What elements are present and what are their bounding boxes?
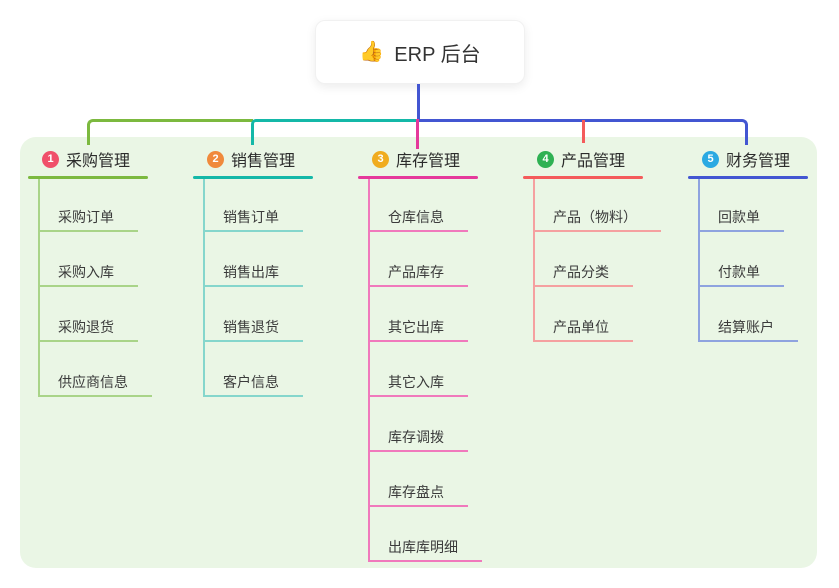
- child-topic-node[interactable]: 供应商信息: [38, 369, 152, 397]
- branch-header[interactable]: 3 库存管理: [372, 147, 460, 171]
- child-topic-node[interactable]: 库存调拨: [368, 424, 468, 452]
- child-topic-node[interactable]: 采购退货: [38, 314, 138, 342]
- root-connector-line: [417, 84, 420, 120]
- child-topic-node[interactable]: 产品单位: [533, 314, 633, 342]
- branch-header[interactable]: 4 产品管理: [537, 147, 625, 171]
- branch-column: 1 采购管理 采购订单采购入库采购退货供应商信息: [28, 144, 188, 574]
- child-topic-node[interactable]: 产品（物料）: [533, 204, 661, 232]
- branch-number-badge: 2: [207, 150, 224, 168]
- branch-column: 5 财务管理 回款单付款单结算账户: [688, 144, 839, 574]
- child-topic-node[interactable]: 客户信息: [203, 369, 303, 397]
- child-topic-node[interactable]: 付款单: [698, 259, 784, 287]
- branch-column: 2 销售管理 销售订单销售出库销售退货客户信息: [193, 144, 353, 574]
- child-topic-node[interactable]: 销售订单: [203, 204, 303, 232]
- branch-underline: [28, 176, 148, 179]
- child-topic-node[interactable]: 产品分类: [533, 259, 633, 287]
- branch-column: 4 产品管理 产品（物料） 产品分类产品单位: [523, 144, 683, 574]
- branch-3-connector-line: [416, 119, 419, 149]
- branch-header[interactable]: 2 销售管理: [207, 147, 295, 171]
- child-topic-node[interactable]: 出库库明细: [368, 534, 482, 562]
- child-topic-node[interactable]: 产品库存: [368, 259, 468, 287]
- root-node[interactable]: 👍 ERP 后台: [315, 20, 525, 84]
- thumbs-up-icon: 👍: [359, 41, 385, 63]
- branch-label: 产品管理: [561, 153, 626, 170]
- branch-child-connector-line: [698, 179, 700, 340]
- branch-label: 销售管理: [231, 153, 296, 170]
- child-topic-node[interactable]: 回款单: [698, 204, 784, 232]
- branch-header[interactable]: 1 采购管理: [42, 147, 130, 171]
- branch-label: 采购管理: [66, 153, 131, 170]
- branch-child-connector-line: [203, 179, 205, 395]
- child-topic-node[interactable]: 销售出库: [203, 259, 303, 287]
- child-topic-node[interactable]: 采购订单: [38, 204, 138, 232]
- mindmap-canvas: [20, 137, 817, 568]
- branch-number-badge: 1: [42, 150, 59, 168]
- branch-child-connector-line: [368, 179, 370, 560]
- branch-child-connector-line: [533, 179, 535, 340]
- child-topic-node[interactable]: 结算账户: [698, 314, 798, 342]
- child-topic-node[interactable]: 销售退货: [203, 314, 303, 342]
- child-topic-node[interactable]: 采购入库: [38, 259, 138, 287]
- branch-underline: [193, 176, 313, 179]
- child-topic-node[interactable]: 其它出库: [368, 314, 468, 342]
- branch-underline: [688, 176, 808, 179]
- branch-1-connector-line: [87, 119, 253, 145]
- child-topic-node[interactable]: 其它入库: [368, 369, 468, 397]
- branch-label: 库存管理: [396, 153, 461, 170]
- child-topic-node[interactable]: 库存盘点: [368, 479, 468, 507]
- branch-2-connector-line: [251, 119, 418, 145]
- branch-number-badge: 3: [372, 150, 389, 168]
- branch-number-badge: 5: [702, 150, 719, 168]
- branch-4-connector-line: [582, 120, 585, 143]
- branch-number-badge: 4: [537, 150, 554, 168]
- root-node-title: ERP 后台: [394, 43, 481, 66]
- child-topic-node[interactable]: 仓库信息: [368, 204, 468, 232]
- branch-underline: [523, 176, 643, 179]
- branch-underline: [358, 176, 478, 179]
- branch-label: 财务管理: [726, 153, 791, 170]
- branch-child-connector-line: [38, 179, 40, 395]
- branch-column: 3 库存管理 仓库信息产品库存其它出库其它入库库存调拨库存盘点出库库明细: [358, 144, 518, 574]
- branch-header[interactable]: 5 财务管理: [702, 147, 790, 171]
